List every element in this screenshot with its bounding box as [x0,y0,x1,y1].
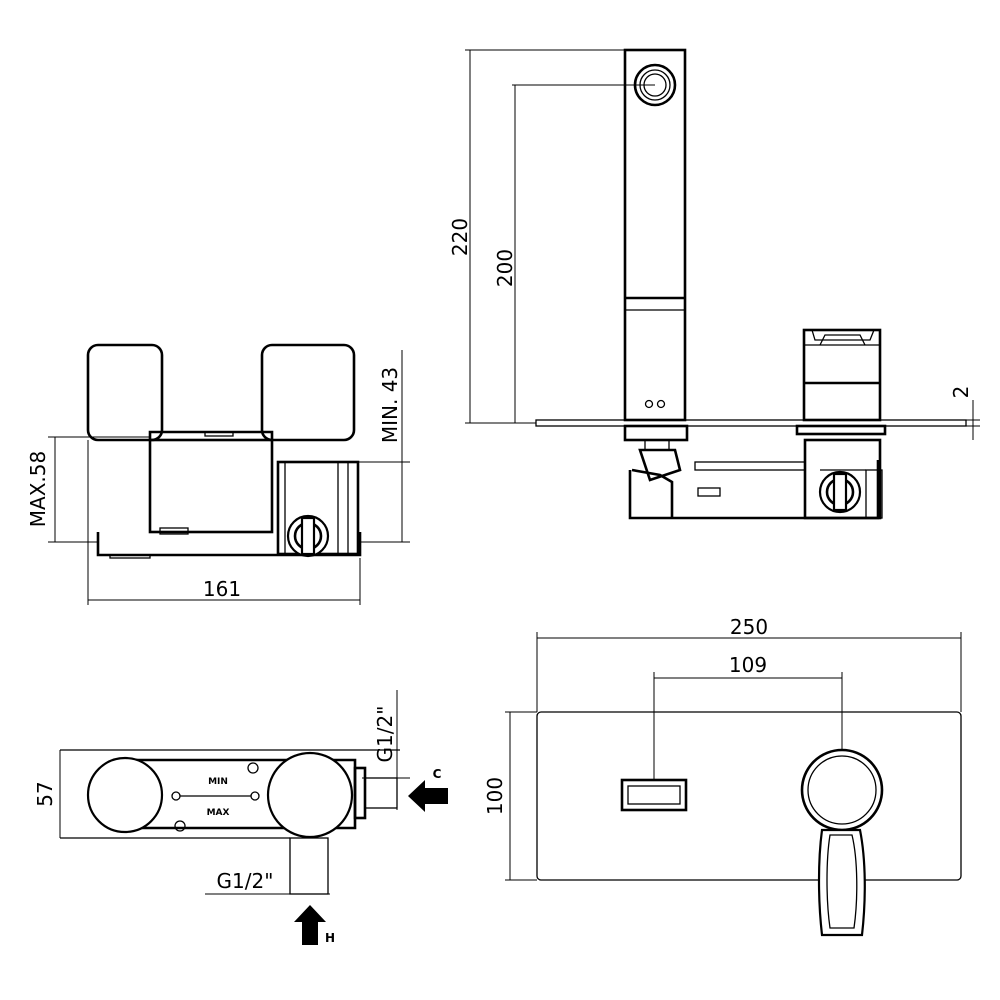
plate-view: 250 109 100 [483,615,962,937]
front-valve-elbow [638,448,682,482]
top-outlet-collar [353,766,367,820]
front-handle-base [795,424,887,436]
side-body-screw [159,527,189,535]
side-view: 161 MAX.58 MIN. 43 [26,343,410,605]
side-right-cap [260,343,356,442]
top-outlet-pipe [364,777,398,809]
dim-220-label: 220 [448,218,472,256]
front-valve-body-contour [631,468,674,518]
dim-g12-bottom-label: G1/2" [217,869,274,893]
top-screw [171,791,181,801]
plate-outline [536,711,962,881]
front-spout-base [623,424,689,442]
dim-g12-top-label: G1/2" [373,706,397,763]
plate-lever [817,828,866,937]
plate-handle-inner [807,755,877,825]
dim-2-label: 2 [949,386,973,399]
side-base-plate [96,532,362,557]
plate-spout [620,778,688,812]
top-mount-hole [174,820,186,832]
front-valve-body [628,460,880,520]
top-view: MIN MAX 57 G1/2" G1/2" C H [33,690,448,945]
front-view: 220 200 2 [448,48,980,520]
marking-max: MAX [207,808,230,818]
dim-57-label: 57 [33,781,57,806]
front-valve-block [803,438,882,520]
marking-min: MIN [208,777,228,787]
side-body [148,438,274,534]
dim-min43-label: MIN. 43 [378,367,402,443]
hot-inlet-label: H [325,931,335,945]
front-wall-plate [535,419,967,427]
dim-161-label: 161 [203,577,241,601]
top-right-cartridge [266,751,354,839]
front-spout-screw [644,399,654,409]
front-spout-nut [644,439,670,451]
front-outlet-slot [832,472,848,512]
dim-200-label: 200 [493,249,517,287]
cold-inlet-arrow-icon [408,780,448,812]
front-handle [802,328,882,422]
front-handle-cap [811,329,875,341]
side-left-cap [86,343,164,442]
front-handle-cap [819,334,866,346]
front-valve-bar [694,461,806,471]
front-spout-screw [656,399,666,409]
top-left-cartridge [86,756,164,834]
front-valve-slot [697,487,721,497]
hot-inlet-arrow-icon [294,905,326,945]
top-inlet-pipe [289,837,329,895]
side-outlet-slot [300,516,316,556]
plate-lever-inner [826,834,858,929]
cold-inlet-label: C [433,767,442,781]
plate-spout-inner [627,785,681,805]
dim-250-label: 250 [730,615,768,639]
front-valve-side [865,469,883,519]
side-body-notch [204,431,234,437]
top-screw [250,791,260,801]
top-mount-hole [247,762,259,774]
dim-109-label: 109 [729,653,767,677]
dim-max58-label: MAX.58 [26,451,50,527]
plate-handle-ring [800,748,884,832]
side-base-foot [109,554,151,559]
dim-100-label: 100 [483,777,507,815]
